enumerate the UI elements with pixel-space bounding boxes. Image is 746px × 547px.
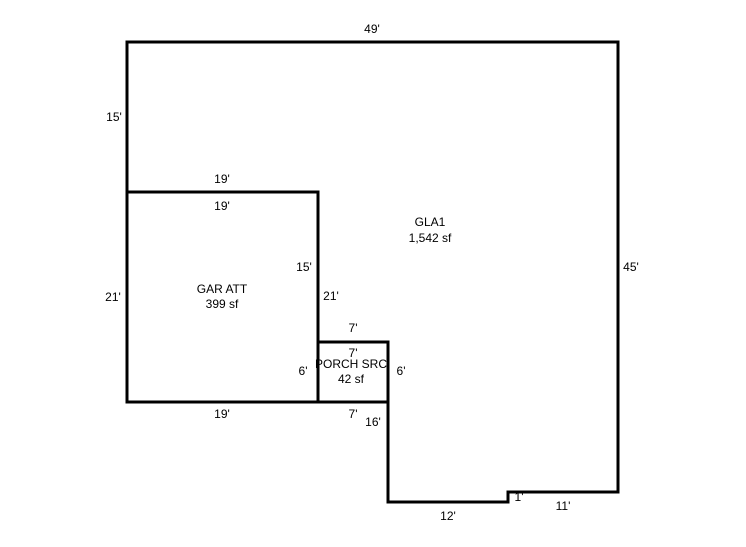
dim-gla-bottom-left: 12' [440,509,456,523]
dim-porch-left: 6' [299,364,308,378]
dim-gla-left-upper: 15' [106,110,122,124]
dim-gla-top: 49' [364,22,380,36]
porch-area: 42 sf [338,372,365,386]
gla1-label: GLA1 [415,215,446,229]
dim-gla-right: 45' [623,260,639,274]
dim-gar-bottom: 19' [214,407,230,421]
dim-gar-right-inner: 15' [296,260,312,274]
dim-gla-porch-right: 16' [365,415,381,429]
dim-gla-bottom-right: 11' [556,499,571,513]
porch-outline [316,340,390,404]
dim-porch-top-inner: 7' [349,346,358,360]
dim-gar-top-outer: 19' [214,172,230,186]
dim-gar-left: 21' [105,290,121,304]
gla1-outline [125,40,620,504]
dim-porch-right: 6' [397,364,406,378]
dim-porch-bottom: 7' [349,407,358,421]
garage-label: GAR ATT [197,282,248,296]
gla1-area: 1,542 sf [409,231,452,245]
dim-gla-notch: 1' [515,490,524,504]
garage-area: 399 sf [206,297,239,311]
porch-label: PORCH SRC [315,357,387,371]
dim-porch-top-outer: 7' [349,321,358,335]
dim-gar-right-outer: 21' [323,289,339,303]
dim-gar-top-inner: 19' [214,199,230,213]
